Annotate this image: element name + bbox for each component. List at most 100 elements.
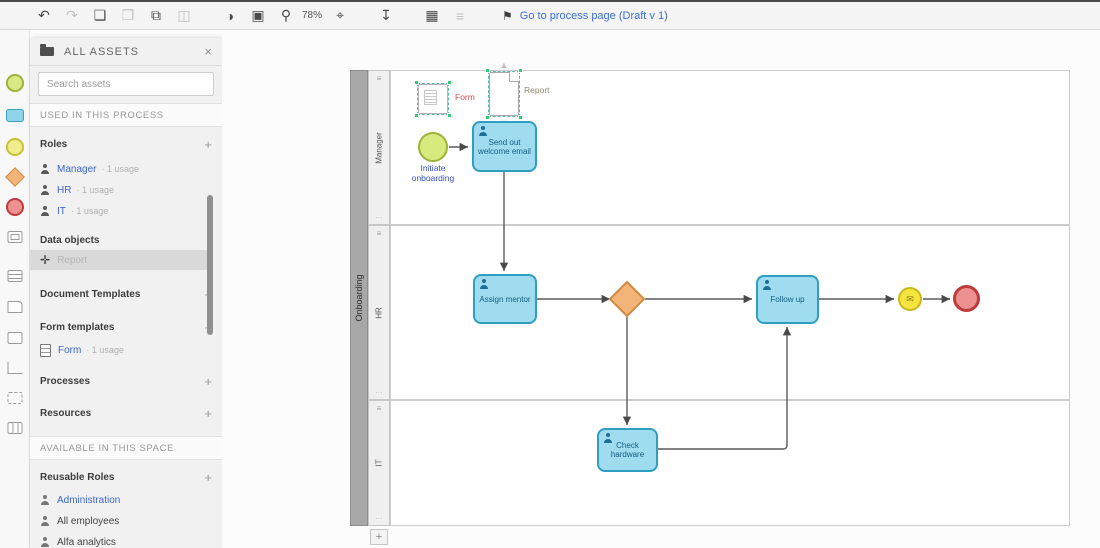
role-name[interactable]: HR [57, 184, 72, 196]
role-name[interactable]: IT [57, 205, 66, 217]
add-lane-button[interactable]: + [370, 529, 388, 545]
selection-handle[interactable] [518, 68, 523, 73]
more-button[interactable]: ≡ [448, 5, 472, 27]
reusable-role-name[interactable]: Alfa analytics [57, 536, 116, 548]
role-item-manager[interactable]: Manager · 1 usage [30, 159, 222, 179]
task-assign-mentor[interactable]: Assign mentor [473, 274, 537, 324]
lane-header-hr[interactable]: ≡ HR ⋯ [368, 225, 390, 400]
align-button[interactable]: ◫ [172, 5, 196, 27]
reusable-role-item-alfa-analytics[interactable]: Alfa analytics [30, 532, 222, 548]
lane-label: IT [374, 459, 384, 467]
task-check-hardware[interactable]: Check hardware [597, 428, 658, 472]
import-icon: ↧ [380, 7, 392, 23]
person-icon [40, 495, 50, 505]
start-event[interactable] [418, 132, 448, 162]
palette-task-icon[interactable] [5, 109, 24, 122]
reusable-role-name[interactable]: Administration [57, 494, 121, 506]
processes-section-header: Processes + [30, 372, 222, 390]
role-item-it[interactable]: IT · 1 usage [30, 201, 222, 221]
zoom-button[interactable]: ⚲ [274, 5, 298, 27]
data-objects-label: Data objects [40, 234, 100, 246]
form-asset-shape[interactable] [414, 80, 452, 118]
palette-intermediate-event-icon[interactable] [5, 138, 24, 156]
lane-menu-icon[interactable]: ≡ [376, 229, 382, 238]
palette-call-activity-icon[interactable] [7, 422, 22, 434]
palette-start-event-icon[interactable] [5, 74, 24, 92]
used-in-process-header: USED IN THIS PROCESS [30, 103, 222, 127]
add-resource-button[interactable]: + [204, 405, 212, 421]
palette-end-event-icon[interactable] [5, 198, 24, 216]
selection-handle[interactable] [447, 113, 452, 118]
duplicate-icon: ⧉ [151, 7, 161, 23]
selection-handle[interactable] [447, 80, 452, 85]
palette-image-icon[interactable] [7, 231, 22, 243]
person-icon [40, 206, 50, 216]
snapshot-button[interactable]: ▣ [246, 5, 270, 27]
lane-label: HR [374, 306, 384, 319]
reusable-role-item-all-employees[interactable]: All employees [30, 511, 222, 531]
add-role-button[interactable]: + [204, 136, 212, 152]
palette-annotation-icon[interactable] [7, 362, 22, 374]
data-object-name[interactable]: Report [57, 254, 88, 266]
available-in-space-header: AVAILABLE IN THIS SPACE [30, 436, 222, 460]
role-item-hr[interactable]: HR · 1 usage [30, 180, 222, 200]
fit-to-screen-button[interactable]: ⌖ [328, 5, 352, 27]
palette-group-icon[interactable] [7, 392, 22, 404]
paste-button[interactable]: ❐ [116, 5, 140, 27]
shape-palette [0, 30, 30, 548]
lane-header-manager[interactable]: ≡ Manager ⋯ [368, 70, 390, 225]
data-object-item-report[interactable]: ✛ Report [30, 250, 208, 270]
user-task-icon [762, 280, 772, 290]
lane-it[interactable] [390, 400, 1070, 526]
reusable-role-name[interactable]: All employees [57, 515, 120, 527]
close-panel-button[interactable]: × [204, 44, 212, 59]
zoom-icon: ⚲ [280, 7, 292, 23]
lane-menu-icon[interactable]: ≡ [376, 404, 382, 413]
selection-handle[interactable] [518, 115, 523, 120]
palette-document-icon[interactable] [7, 301, 22, 313]
selection-handle[interactable] [485, 68, 490, 73]
report-data-object-shape[interactable]: ▲ ▼ [485, 60, 523, 128]
selection-handle[interactable] [414, 80, 419, 85]
snapshot-icon: ▣ [251, 7, 265, 23]
selection-handle[interactable] [485, 115, 490, 120]
move-up-handle[interactable]: ▲ [499, 60, 509, 70]
selection-handle[interactable] [414, 113, 419, 118]
palette-pool-icon[interactable] [7, 270, 22, 282]
message-event[interactable]: ✉ [898, 287, 922, 311]
person-icon [40, 185, 50, 195]
document-templates-label: Document Templates [40, 288, 141, 300]
lane-resize-handle[interactable]: ⋯ [375, 390, 383, 397]
reusable-role-item-administration[interactable]: Administration [30, 490, 222, 510]
search-assets-input[interactable] [38, 72, 214, 96]
palette-gateway-icon[interactable] [4, 167, 25, 187]
panel-title: ALL ASSETS [64, 45, 140, 58]
undo-button[interactable]: ↶ [32, 5, 56, 27]
task-send-welcome-email[interactable]: Send out welcome email [472, 121, 537, 172]
roles-section-header: Roles + [30, 135, 222, 153]
role-name[interactable]: Manager [57, 163, 97, 175]
lane-resize-handle[interactable]: ⋯ [375, 215, 383, 222]
import-button[interactable]: ↧ [374, 5, 398, 27]
contrast-button[interactable]: ◑ [218, 5, 242, 27]
end-event[interactable] [953, 285, 980, 312]
grid-button[interactable]: ▦ [420, 5, 444, 27]
lane-menu-icon[interactable]: ≡ [376, 74, 382, 83]
role-usage: · 1 usage [101, 164, 139, 174]
pool-onboarding[interactable]: Onboarding [350, 70, 368, 526]
panel-scrollbar[interactable] [207, 195, 213, 335]
form-template-item-form[interactable]: Form · 1 usage [30, 340, 222, 360]
add-reusable-role-button[interactable]: + [204, 469, 212, 485]
task-follow-up[interactable]: Follow up [756, 275, 819, 324]
duplicate-button[interactable]: ⧉ [144, 5, 168, 27]
lane-resize-handle[interactable]: ⋯ [375, 516, 383, 523]
lane-header-it[interactable]: ≡ IT ⋯ [368, 400, 390, 526]
task-label: Assign mentor [479, 294, 531, 304]
palette-data-object-icon[interactable] [7, 332, 22, 344]
go-to-process-page-link[interactable]: ⚑ Go to process page (Draft v 1) [502, 9, 668, 23]
add-process-button[interactable]: + [204, 373, 212, 389]
redo-button[interactable]: ↷ [60, 5, 84, 27]
form-template-name[interactable]: Form [58, 344, 82, 356]
user-task-icon [479, 279, 489, 289]
copy-button[interactable]: ❏ [88, 5, 112, 27]
